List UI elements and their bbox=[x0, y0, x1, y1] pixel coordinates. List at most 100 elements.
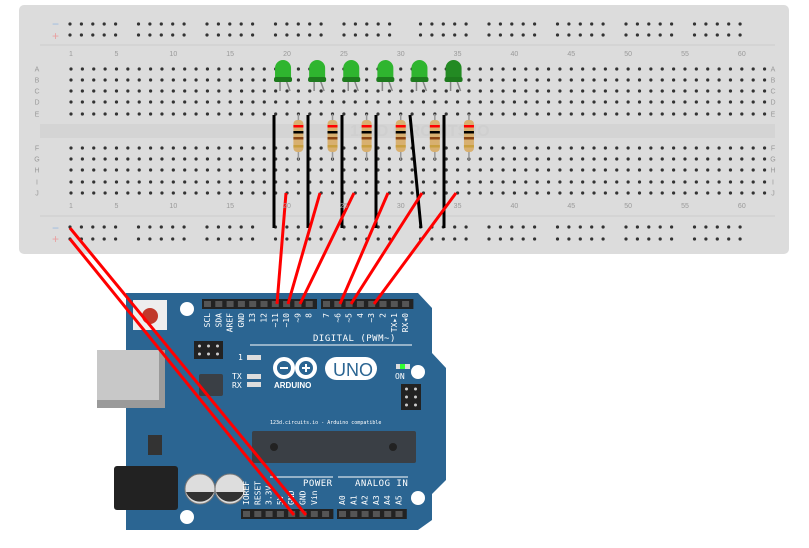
rail-hole[interactable] bbox=[205, 22, 209, 26]
rail-hole[interactable] bbox=[727, 237, 731, 241]
breadboard-hole[interactable] bbox=[535, 168, 539, 172]
breadboard-hole[interactable] bbox=[672, 100, 676, 104]
led[interactable] bbox=[376, 60, 395, 92]
breadboard-hole[interactable] bbox=[433, 191, 437, 195]
rail-hole[interactable] bbox=[555, 33, 560, 37]
resistor[interactable] bbox=[429, 114, 440, 160]
breadboard-hole[interactable] bbox=[637, 146, 642, 150]
rail-hole[interactable] bbox=[510, 22, 514, 26]
rail-hole[interactable] bbox=[647, 33, 651, 37]
breadboard-hole[interactable] bbox=[694, 168, 698, 172]
breadboard-hole[interactable] bbox=[501, 191, 505, 195]
rail-hole[interactable] bbox=[521, 22, 525, 26]
breadboard-hole[interactable] bbox=[626, 112, 630, 116]
rail-hole[interactable] bbox=[624, 33, 628, 37]
breadboard-hole[interactable] bbox=[410, 89, 414, 93]
breadboard-hole[interactable] bbox=[558, 168, 562, 172]
breadboard-hole[interactable] bbox=[467, 180, 471, 184]
breadboard-hole[interactable] bbox=[467, 67, 471, 71]
breadboard-hole[interactable] bbox=[660, 146, 664, 150]
breadboard-hole[interactable] bbox=[80, 157, 84, 161]
breadboard-hole[interactable] bbox=[546, 112, 551, 116]
rail-hole[interactable] bbox=[533, 237, 537, 241]
breadboard-hole[interactable] bbox=[603, 67, 607, 71]
breadboard-hole[interactable] bbox=[603, 112, 607, 116]
breadboard-hole[interactable] bbox=[444, 100, 448, 104]
breadboard-hole[interactable] bbox=[262, 100, 266, 104]
breadboard-hole[interactable] bbox=[512, 157, 517, 161]
breadboard-hole[interactable] bbox=[387, 168, 391, 172]
led[interactable] bbox=[342, 60, 361, 92]
rail-hole[interactable] bbox=[715, 22, 719, 26]
breadboard-hole[interactable] bbox=[205, 168, 210, 172]
breadboard-hole[interactable] bbox=[251, 168, 255, 172]
breadboard-hole[interactable] bbox=[649, 78, 653, 82]
breadboard-hole[interactable] bbox=[637, 67, 642, 71]
breadboard-hole[interactable] bbox=[444, 89, 448, 93]
breadboard-hole[interactable] bbox=[649, 67, 653, 71]
breadboard-hole[interactable] bbox=[342, 100, 346, 104]
breadboard-hole[interactable] bbox=[762, 67, 767, 71]
rail-hole[interactable] bbox=[148, 237, 152, 241]
breadboard-hole[interactable] bbox=[433, 67, 437, 71]
breadboard-hole[interactable] bbox=[512, 67, 517, 71]
rail-hole[interactable] bbox=[510, 225, 514, 229]
breadboard-hole[interactable] bbox=[194, 191, 198, 195]
breadboard-hole[interactable] bbox=[478, 191, 482, 195]
breadboard-hole[interactable] bbox=[490, 146, 494, 150]
rail-hole[interactable] bbox=[601, 33, 605, 37]
breadboard-hole[interactable] bbox=[751, 191, 755, 195]
breadboard-hole[interactable] bbox=[376, 89, 380, 93]
breadboard-hole[interactable] bbox=[69, 146, 73, 150]
breadboard-hole[interactable] bbox=[353, 146, 357, 150]
rail-hole[interactable] bbox=[308, 22, 312, 26]
rail-hole[interactable] bbox=[114, 33, 118, 37]
breadboard-hole[interactable] bbox=[228, 78, 232, 82]
breadboard-hole[interactable] bbox=[637, 157, 642, 161]
header-pin[interactable] bbox=[379, 301, 387, 307]
breadboard-hole[interactable] bbox=[740, 168, 744, 172]
breadboard-hole[interactable] bbox=[762, 89, 767, 93]
breadboard-hole[interactable] bbox=[126, 146, 130, 150]
breadboard-hole[interactable] bbox=[433, 180, 437, 184]
breadboard-hole[interactable] bbox=[546, 168, 551, 172]
breadboard-hole[interactable] bbox=[478, 146, 482, 150]
breadboard-hole[interactable] bbox=[433, 78, 437, 82]
breadboard-hole[interactable] bbox=[740, 157, 744, 161]
breadboard-hole[interactable] bbox=[524, 67, 528, 71]
breadboard-hole[interactable] bbox=[524, 78, 528, 82]
breadboard-hole[interactable] bbox=[421, 157, 426, 161]
breadboard-hole[interactable] bbox=[649, 191, 653, 195]
breadboard-hole[interactable] bbox=[285, 180, 289, 184]
breadboard-hole[interactable] bbox=[353, 157, 357, 161]
breadboard-hole[interactable] bbox=[217, 157, 221, 161]
breadboard-hole[interactable] bbox=[103, 78, 107, 82]
breadboard-hole[interactable] bbox=[546, 146, 551, 150]
breadboard-hole[interactable] bbox=[319, 146, 323, 150]
breadboard-hole[interactable] bbox=[467, 89, 471, 93]
breadboard-hole[interactable] bbox=[160, 157, 164, 161]
breadboard-hole[interactable] bbox=[501, 67, 505, 71]
breadboard-hole[interactable] bbox=[751, 112, 755, 116]
breadboard-hole[interactable] bbox=[478, 89, 482, 93]
breadboard-hole[interactable] bbox=[399, 191, 403, 195]
rail-hole[interactable] bbox=[251, 237, 255, 241]
header-pin[interactable] bbox=[204, 301, 211, 307]
breadboard-hole[interactable] bbox=[69, 168, 73, 172]
breadboard-hole[interactable] bbox=[137, 100, 141, 104]
rail-hole[interactable] bbox=[704, 33, 708, 37]
rail-hole[interactable] bbox=[601, 225, 605, 229]
breadboard-hole[interactable] bbox=[285, 100, 289, 104]
rail-hole[interactable] bbox=[464, 225, 468, 229]
breadboard-hole[interactable] bbox=[114, 78, 119, 82]
breadboard-hole[interactable] bbox=[683, 100, 687, 104]
rail-hole[interactable] bbox=[159, 225, 163, 229]
rail-hole[interactable] bbox=[102, 22, 106, 26]
breadboard-hole[interactable] bbox=[69, 78, 73, 82]
breadboard-hole[interactable] bbox=[251, 67, 255, 71]
header-pin[interactable] bbox=[294, 301, 302, 307]
rail-hole[interactable] bbox=[430, 22, 434, 26]
breadboard-hole[interactable] bbox=[672, 191, 676, 195]
rail-hole[interactable] bbox=[285, 225, 289, 229]
rail-hole[interactable] bbox=[738, 22, 742, 26]
